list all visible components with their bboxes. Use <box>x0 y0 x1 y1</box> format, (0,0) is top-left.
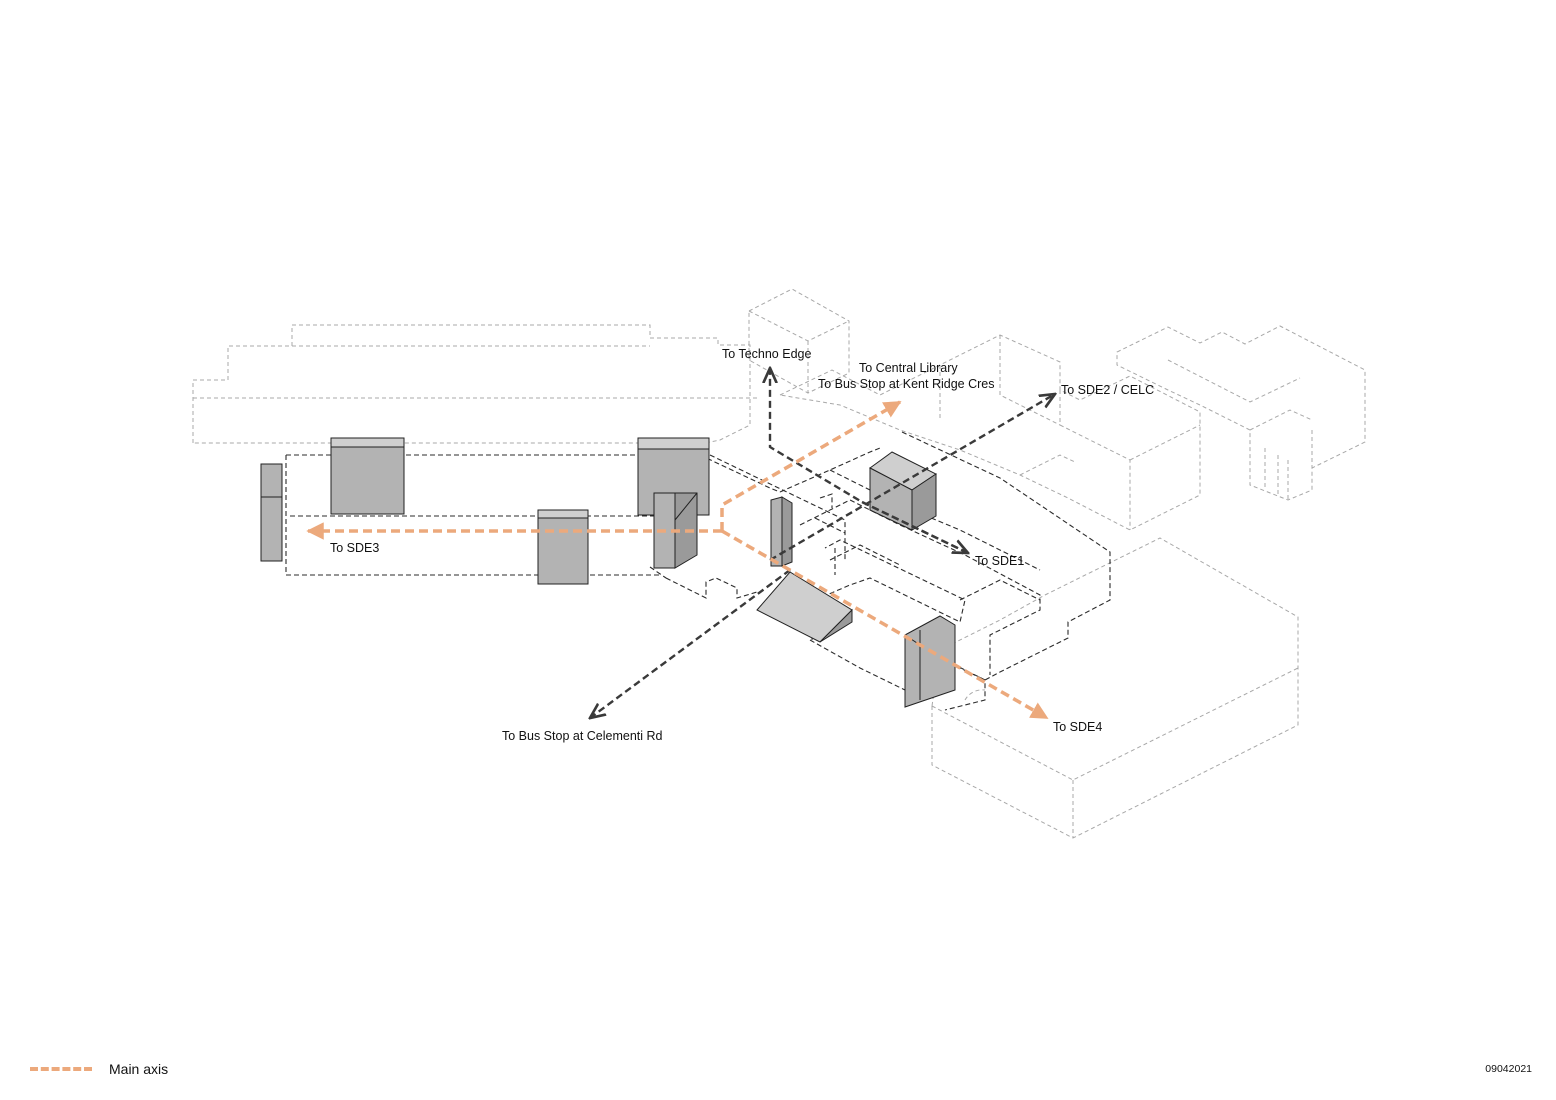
block-east-slab <box>904 615 956 708</box>
context-north-box <box>748 288 850 394</box>
legend-main-axis-swatch <box>30 1067 92 1071</box>
block-1 <box>330 437 405 515</box>
route-labels: To Techno Edge To Central Library To Bus… <box>330 347 1154 743</box>
block-ramp <box>756 571 853 643</box>
site-outline <box>285 431 1111 711</box>
main-axis-central-library <box>720 400 902 531</box>
context-southeast-block <box>931 537 1299 839</box>
route-clementi <box>590 569 791 718</box>
date-stamp: 09042021 <box>1485 1063 1532 1075</box>
block-west-slab <box>260 463 283 562</box>
label-sde1: To SDE1 <box>975 554 1024 568</box>
block-cube <box>869 451 937 531</box>
main-axis-sde4 <box>721 529 1049 720</box>
context-central-cluster <box>778 334 1201 531</box>
label-techno-edge: To Techno Edge <box>722 347 811 361</box>
legend-main-axis-label: Main axis <box>109 1061 169 1077</box>
solid-blocks <box>260 437 956 708</box>
route-sde1 <box>861 500 968 553</box>
context-east-cluster <box>1116 325 1366 501</box>
label-central-library: To Central Library <box>859 361 958 375</box>
label-sde4: To SDE4 <box>1053 720 1102 734</box>
label-sde2-celc: To SDE2 / CELC <box>1061 383 1154 397</box>
context-west-block <box>192 324 751 444</box>
legend: Main axis <box>30 1058 168 1080</box>
label-sde3: To SDE3 <box>330 541 379 555</box>
label-bus-stop-kent-ridge: To Bus Stop at Kent Ridge Cres <box>818 377 994 391</box>
block-column <box>770 496 793 567</box>
block-2 <box>537 509 589 585</box>
secondary-routes <box>590 368 1055 718</box>
main-axis-routes <box>306 400 1049 720</box>
context-buildings <box>192 288 1366 839</box>
label-bus-stop-clementi: To Bus Stop at Celementi Rd <box>502 729 663 743</box>
